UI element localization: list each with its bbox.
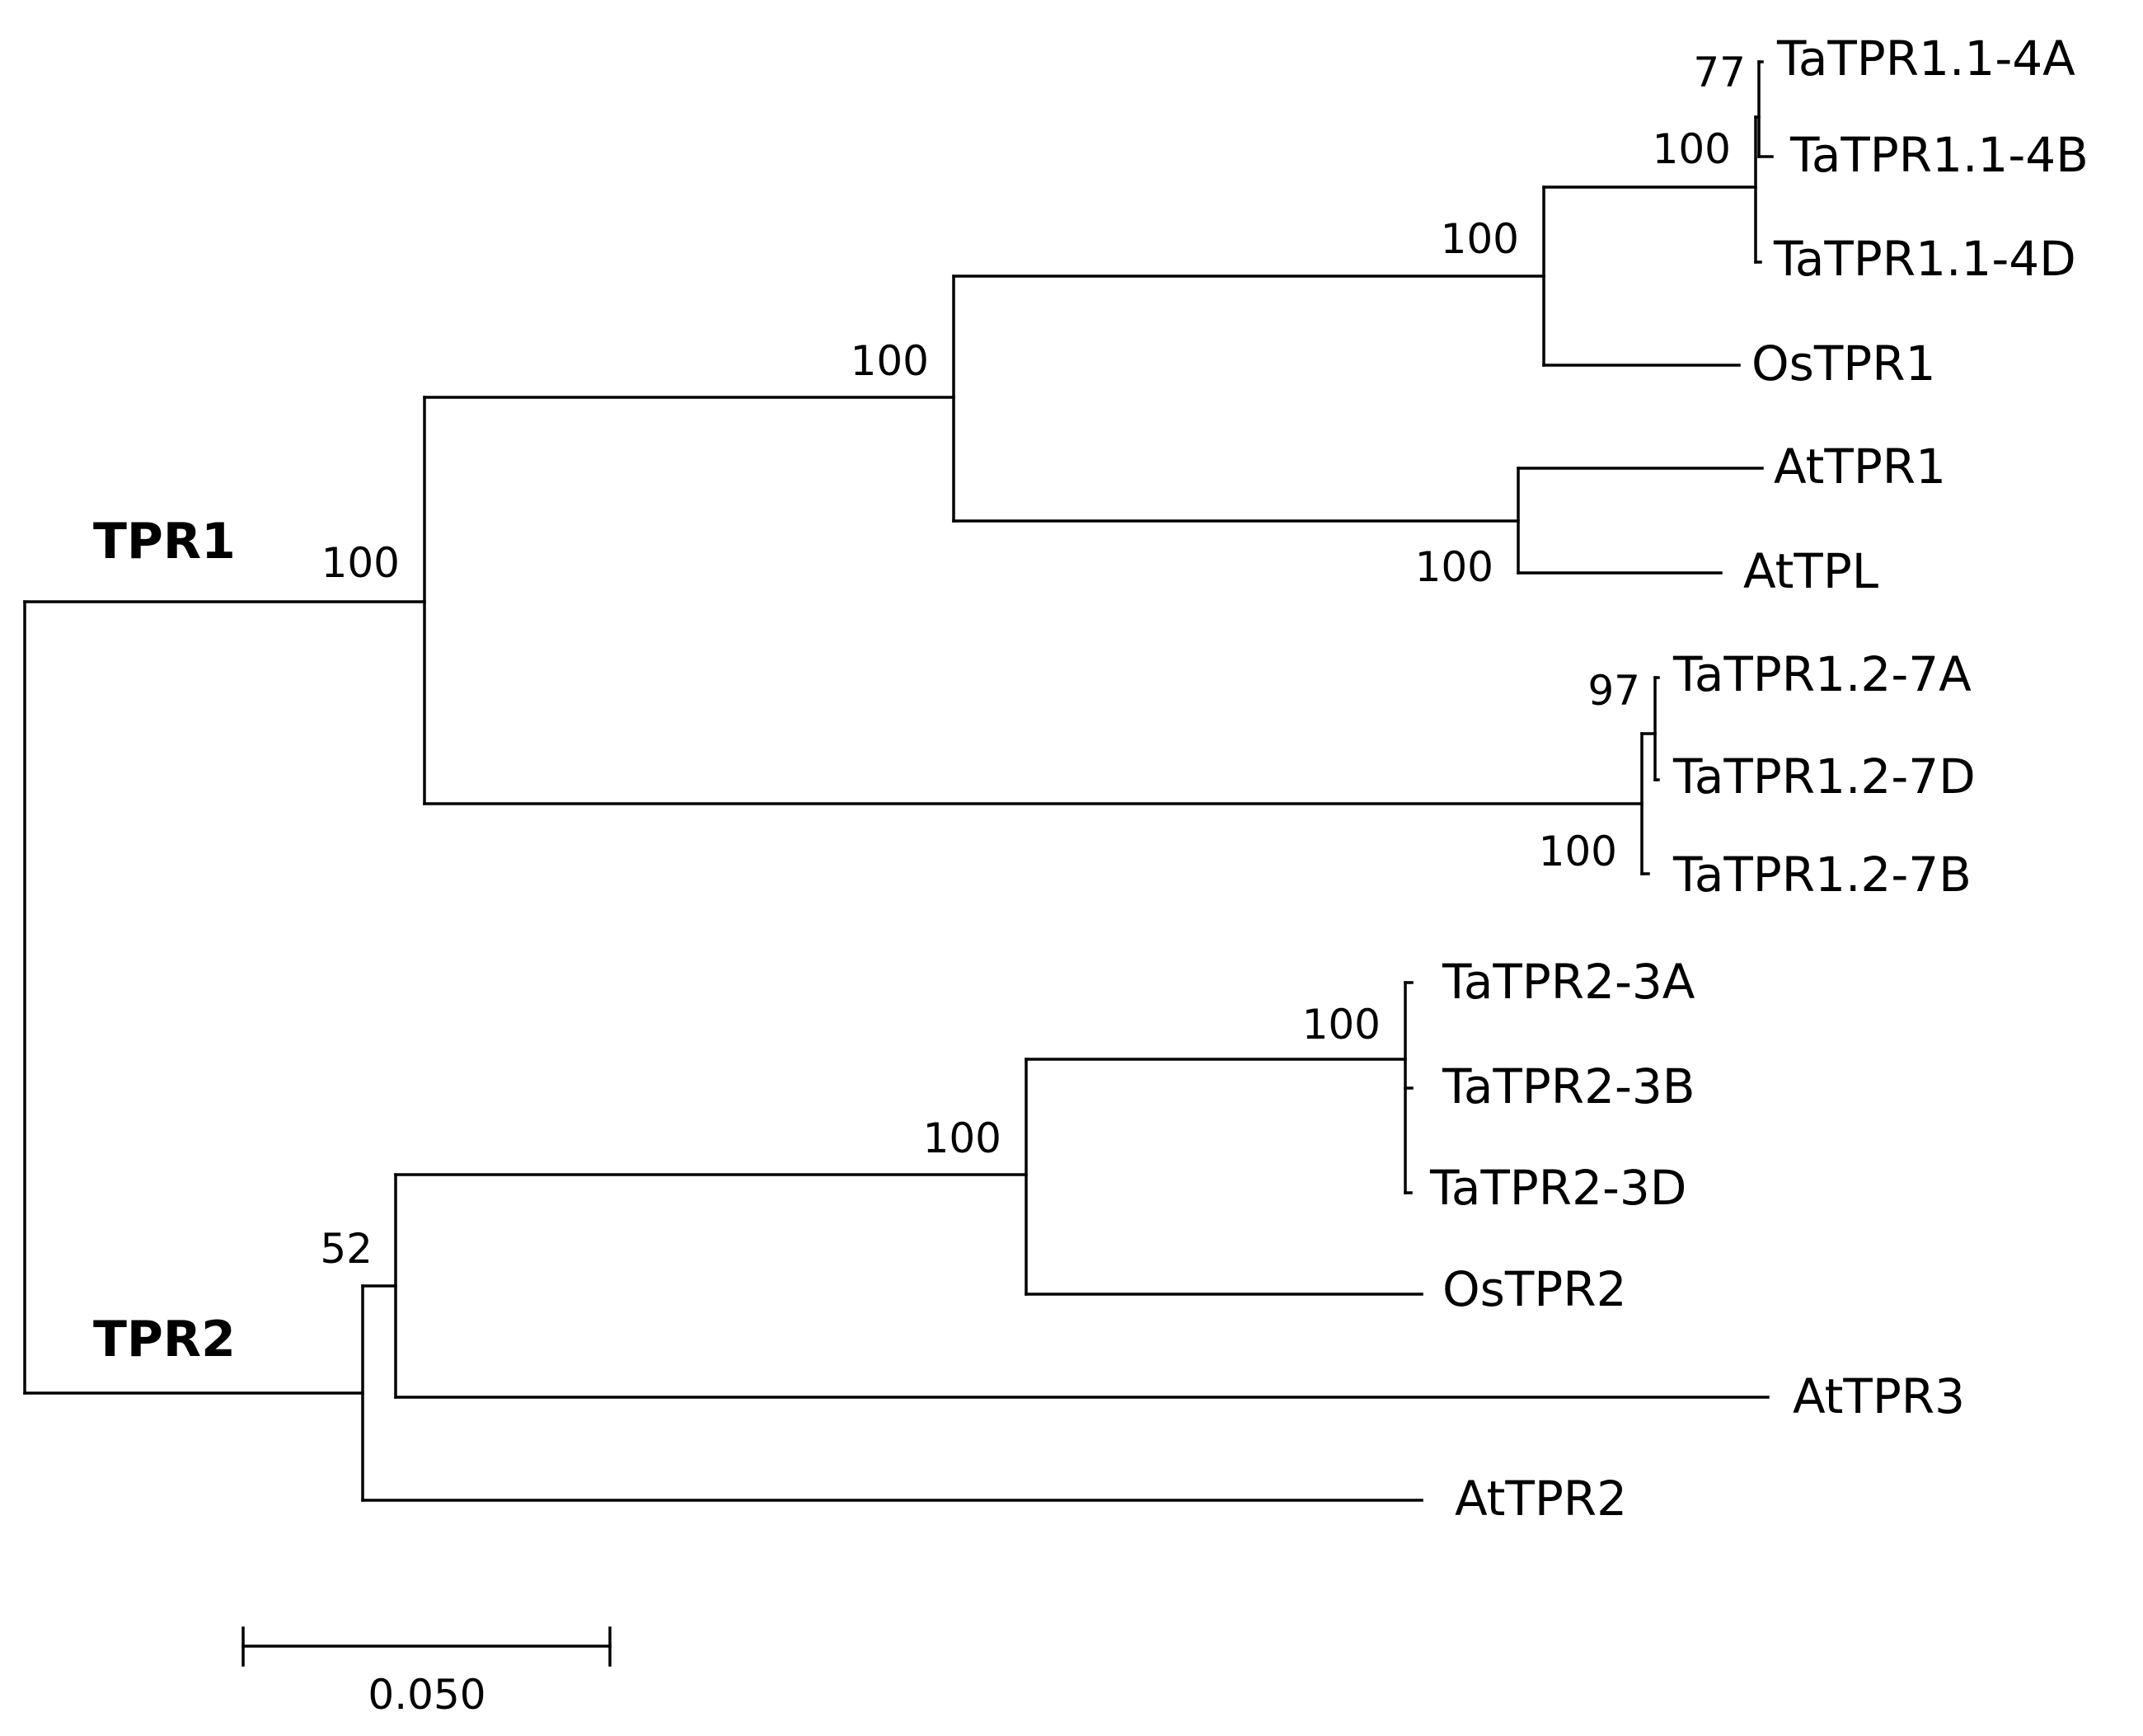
leaf-label: TaTPR1.2-7B bbox=[1672, 847, 1972, 903]
clade-tpr2 bbox=[361, 981, 1770, 1502]
leaf-label: AtTPR1 bbox=[1774, 439, 1946, 495]
leaf-label: TaTPR1.1-4A bbox=[1776, 30, 2075, 87]
bootstrap-values: 100 100 100 100 77 100 100 97 52 100 100 bbox=[320, 49, 1746, 1273]
bootstrap-value: 100 bbox=[851, 337, 929, 385]
scale-bar: 0.050 bbox=[241, 1626, 612, 1719]
leaf-label: TaTPR1.1-4B bbox=[1789, 127, 2089, 183]
bootstrap-value: 52 bbox=[320, 1225, 373, 1273]
leaf-label: TaTPR2-3A bbox=[1442, 954, 1695, 1010]
leaf-label: TaTPR2-3B bbox=[1442, 1058, 1695, 1114]
leaf-label: AtTPR3 bbox=[1793, 1368, 1965, 1424]
bootstrap-value: 100 bbox=[1441, 215, 1519, 263]
leaf-label: TaTPR1.2-7D bbox=[1672, 748, 1976, 805]
scale-bar-label: 0.050 bbox=[368, 1671, 485, 1719]
leaf-label: TaTPR1.1-4D bbox=[1773, 231, 2076, 287]
bootstrap-value: 100 bbox=[923, 1114, 1001, 1162]
clade-labels: TPR1 TPR2 bbox=[93, 513, 236, 1368]
clade-label-tpr2: TPR2 bbox=[93, 1311, 236, 1368]
bootstrap-value: 100 bbox=[1302, 1001, 1381, 1049]
bootstrap-value: 100 bbox=[1539, 828, 1617, 875]
bootstrap-value: 77 bbox=[1693, 49, 1746, 96]
leaf-label: AtTPR2 bbox=[1455, 1471, 1627, 1527]
leaf-label: TaTPR2-3D bbox=[1429, 1160, 1686, 1216]
bootstrap-value: 100 bbox=[1653, 125, 1731, 173]
leaf-label: TaTPR1.2-7A bbox=[1672, 646, 1972, 702]
leaf-label: OsTPR1 bbox=[1751, 335, 1935, 392]
leaf-labels: TaTPR1.1-4A TaTPR1.1-4B TaTPR1.1-4D OsTP… bbox=[1429, 30, 2089, 1527]
bootstrap-value: 100 bbox=[1415, 543, 1494, 591]
bootstrap-value: 97 bbox=[1587, 667, 1640, 715]
tree-root bbox=[23, 600, 426, 1395]
bootstrap-value: 100 bbox=[321, 539, 400, 587]
leaf-label: OsTPR2 bbox=[1442, 1261, 1626, 1317]
leaf-label: AtTPL bbox=[1743, 543, 1878, 599]
clade-label-tpr1: TPR1 bbox=[93, 513, 236, 570]
clade-tpr1 bbox=[423, 60, 1774, 875]
